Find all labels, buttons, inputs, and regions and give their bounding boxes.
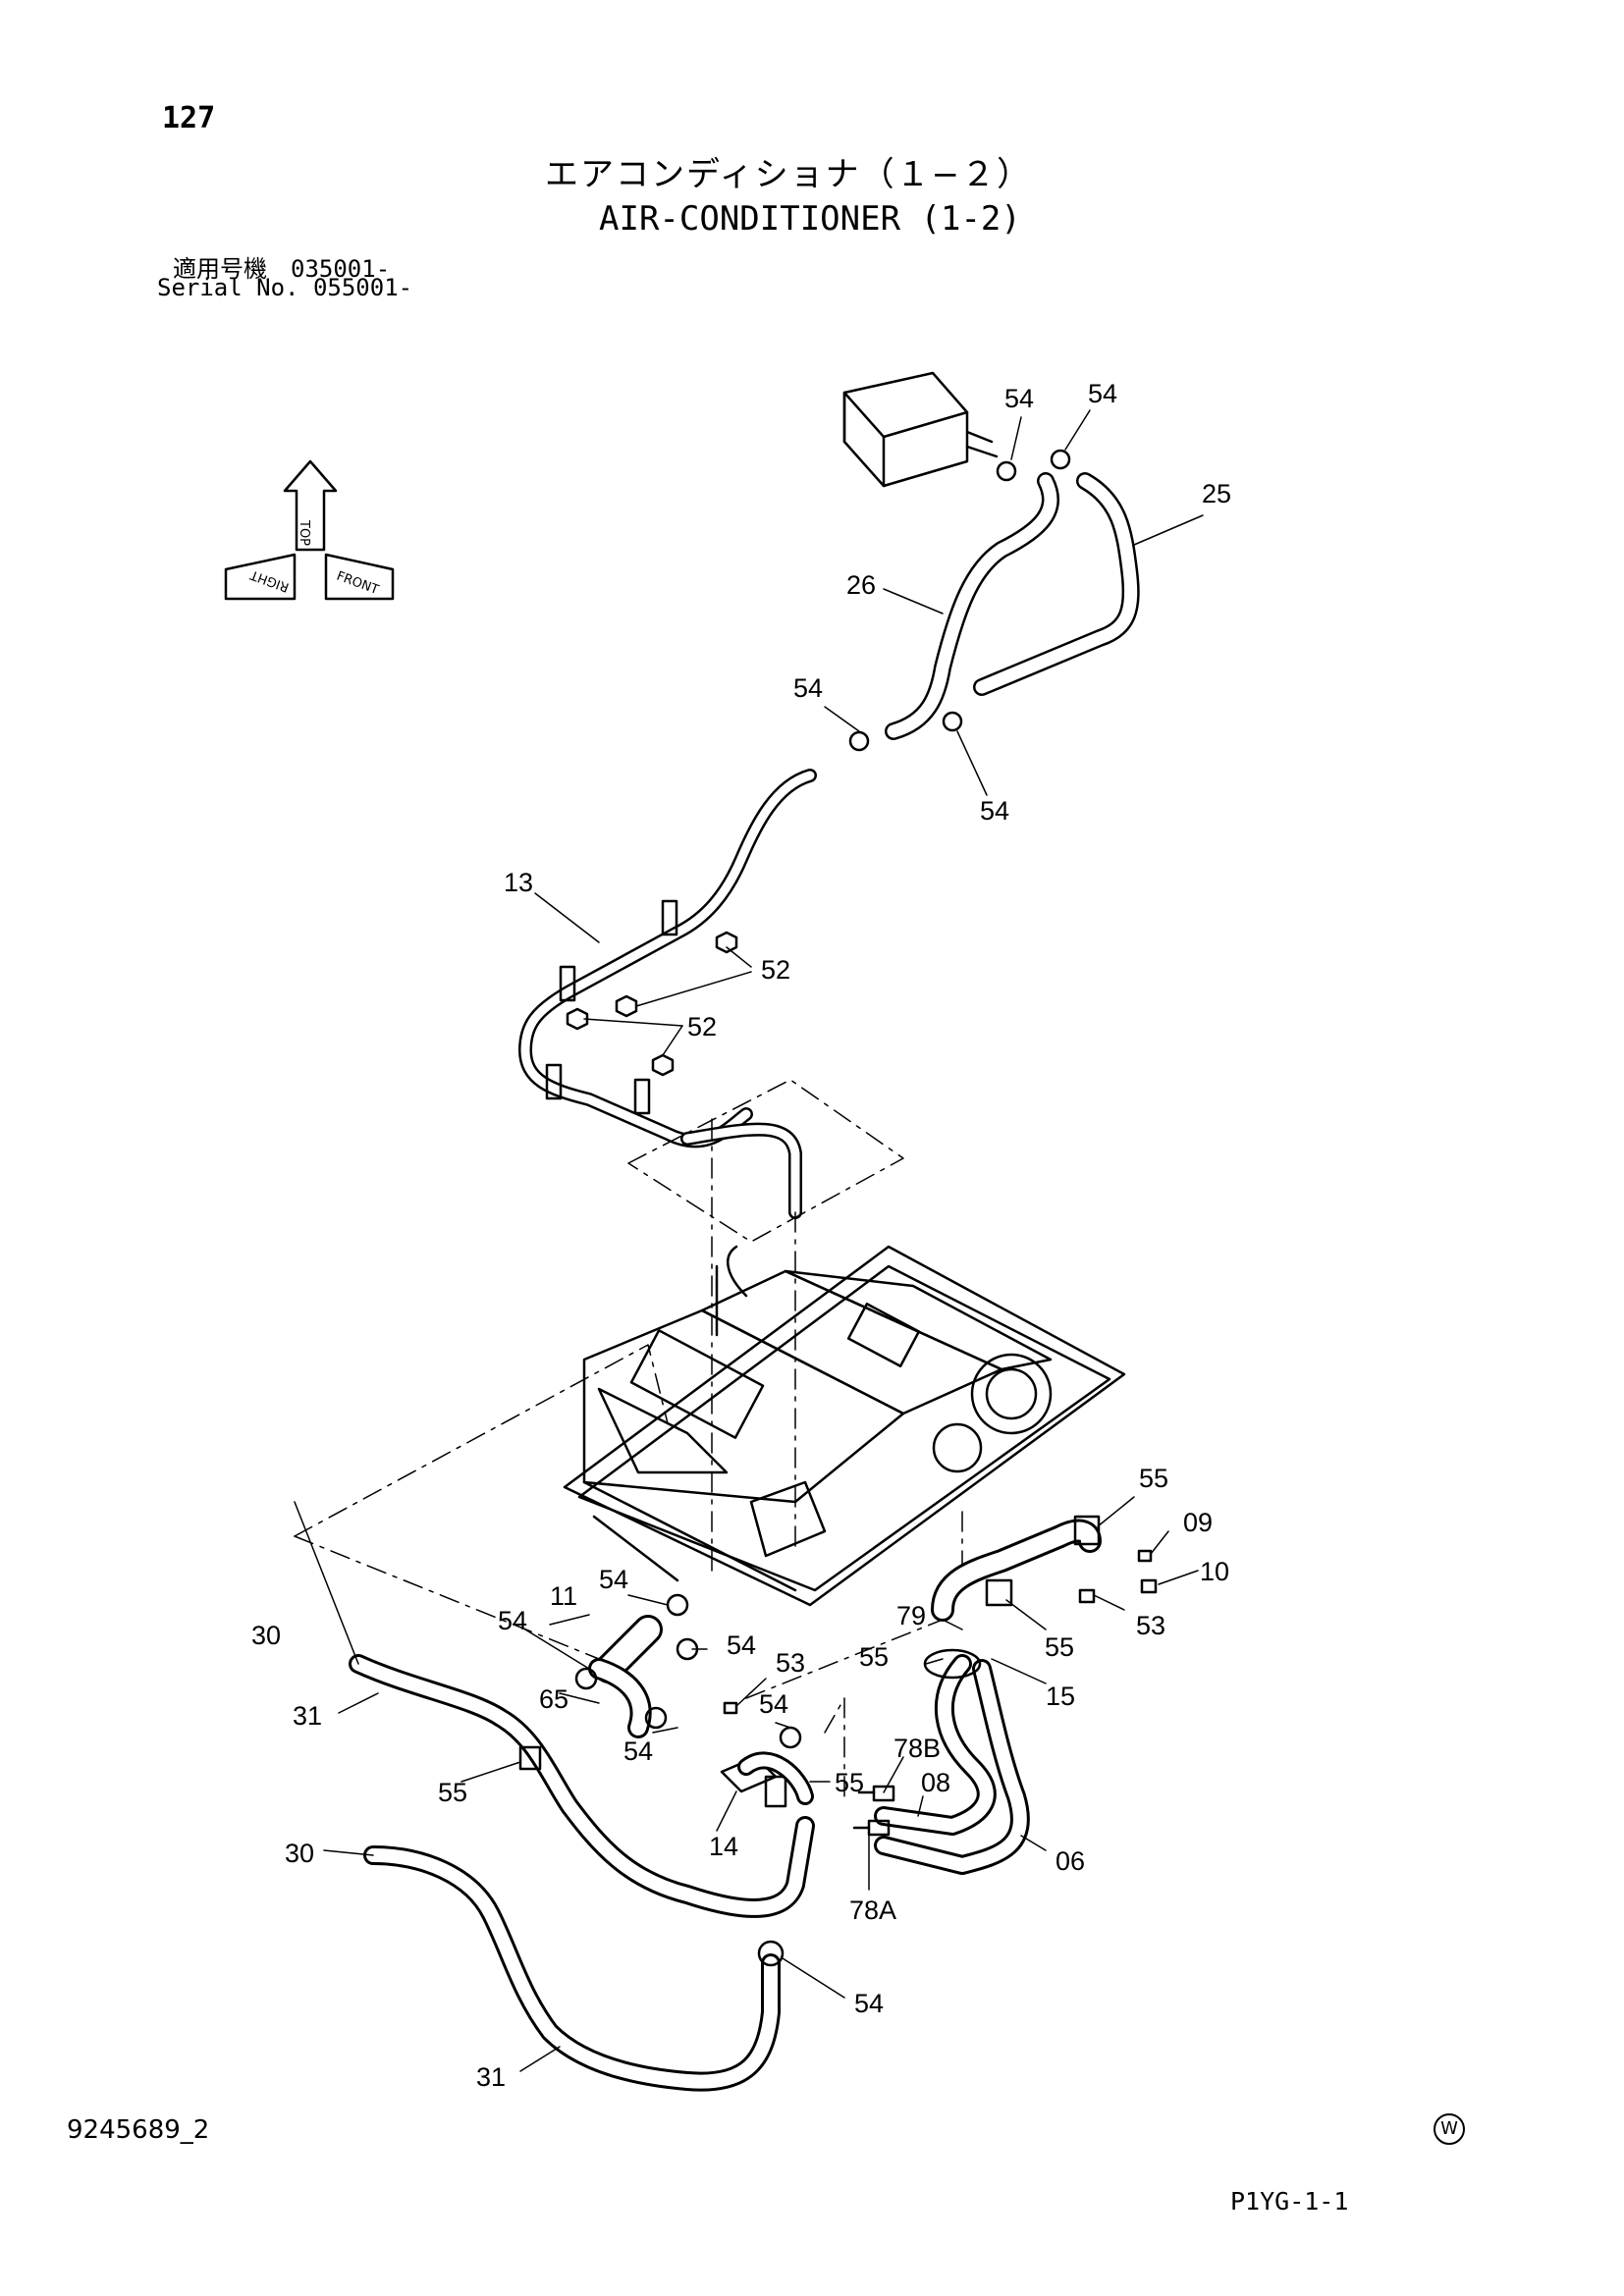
callout-54: 54 (1088, 379, 1117, 408)
hose-30-31-lower (363, 1845, 781, 2092)
hose-06-08 (874, 1515, 1102, 1875)
pipe-assembly-13 (518, 769, 817, 1219)
callout-54: 54 (980, 796, 1009, 826)
callout-14: 14 (709, 1832, 738, 1861)
callout-52: 52 (761, 955, 790, 985)
callout-10: 10 (1200, 1557, 1229, 1586)
heater-valve-unit (842, 371, 999, 488)
page-number: 127 (162, 101, 216, 135)
callout-leader-lines (294, 409, 1204, 2072)
hose-11 (594, 1615, 663, 1683)
callout-06: 06 (1056, 1846, 1085, 1876)
callout-08: 08 (921, 1768, 950, 1797)
hose-clamp-icon (942, 711, 963, 732)
callout-30: 30 (251, 1621, 281, 1650)
hose-clamp-icon (644, 1706, 668, 1730)
hose-clamp-icon (574, 1667, 598, 1690)
callout-13: 13 (504, 868, 533, 897)
bolt-icon (715, 931, 738, 954)
bolt-icon (723, 1701, 738, 1715)
callout-53: 53 (776, 1648, 805, 1678)
orientation-right-label: RIGHT (248, 566, 291, 594)
callout-31: 31 (476, 2062, 506, 2092)
callout-15: 15 (1046, 1682, 1075, 1711)
hose-clamp-icon (757, 1940, 785, 1967)
callout-54: 54 (1004, 384, 1034, 413)
callout-54: 54 (793, 673, 823, 703)
callout-54: 54 (498, 1606, 527, 1635)
callout-79: 79 (896, 1601, 926, 1630)
applicable-serial-japanese: 適用号機 035001- (173, 255, 391, 283)
callout-54: 54 (599, 1565, 628, 1594)
fitting-78b-icon (857, 1785, 895, 1802)
callout-65: 65 (539, 1684, 568, 1714)
callout-09: 09 (1183, 1508, 1213, 1537)
bolt-icon (566, 1007, 589, 1031)
bolt-icon (1078, 1588, 1096, 1604)
bolt-icon (1137, 1549, 1153, 1563)
hose-clamp-icon (848, 730, 870, 752)
hose-clamp-icon (666, 1593, 689, 1617)
callout-55: 55 (1139, 1464, 1168, 1493)
callout-31: 31 (293, 1701, 322, 1731)
callout-55: 55 (1045, 1632, 1074, 1662)
callout-11: 11 (550, 1581, 577, 1611)
callout-labels: 54 54 25 26 54 54 13 52 52 55 09 10 54 1… (251, 379, 1231, 2092)
bracket-14 (720, 1751, 814, 1808)
elbow-65 (588, 1658, 652, 1738)
callout-26: 26 (846, 570, 876, 600)
hose-26 (885, 472, 1059, 740)
callout-55: 55 (835, 1768, 864, 1797)
callout-25: 25 (1202, 479, 1231, 508)
orientation-front-label: FRONT (335, 569, 381, 598)
hose-clamp-icon (996, 460, 1017, 482)
bolt-icon (1140, 1578, 1158, 1594)
callout-55: 55 (859, 1642, 889, 1672)
orientation-top-label: TOP (297, 519, 311, 546)
callout-55: 55 (438, 1778, 467, 1807)
document-number: 9245689_2 (67, 2115, 210, 2145)
air-conditioner-unit (563, 1245, 1126, 1607)
callout-54: 54 (727, 1630, 756, 1660)
bolt-icon (615, 994, 638, 1018)
bolt-icon (651, 1053, 675, 1077)
callout-53: 53 (1136, 1611, 1165, 1640)
reference-code: P1YG-1-1 (1230, 2187, 1349, 2216)
alignment-lines (294, 1079, 963, 1802)
hose-25 (973, 472, 1140, 696)
callout-54: 54 (854, 1989, 884, 2018)
orientation-indicator-icon: TOP RIGHT FRONT (224, 459, 395, 601)
w-mark-icon: W (1434, 2113, 1465, 2145)
page-title-japanese: エアコンディショナ（１−２） (545, 155, 1033, 194)
callout-54: 54 (623, 1736, 653, 1766)
callout-54: 54 (759, 1689, 788, 1719)
hose-clamp-icon (1050, 449, 1071, 470)
page-title-english: AIR-CONDITIONER (1-2) (599, 199, 1021, 239)
callout-78b: 78B (893, 1734, 941, 1763)
applicable-serial-english: Serial No. 055001- (157, 274, 413, 301)
hose-30-31-upper (349, 1654, 815, 1918)
callout-30: 30 (285, 1839, 314, 1868)
callout-52: 52 (687, 1012, 717, 1041)
hose-clamp-icon (779, 1726, 802, 1749)
callout-78a: 78A (849, 1896, 896, 1925)
